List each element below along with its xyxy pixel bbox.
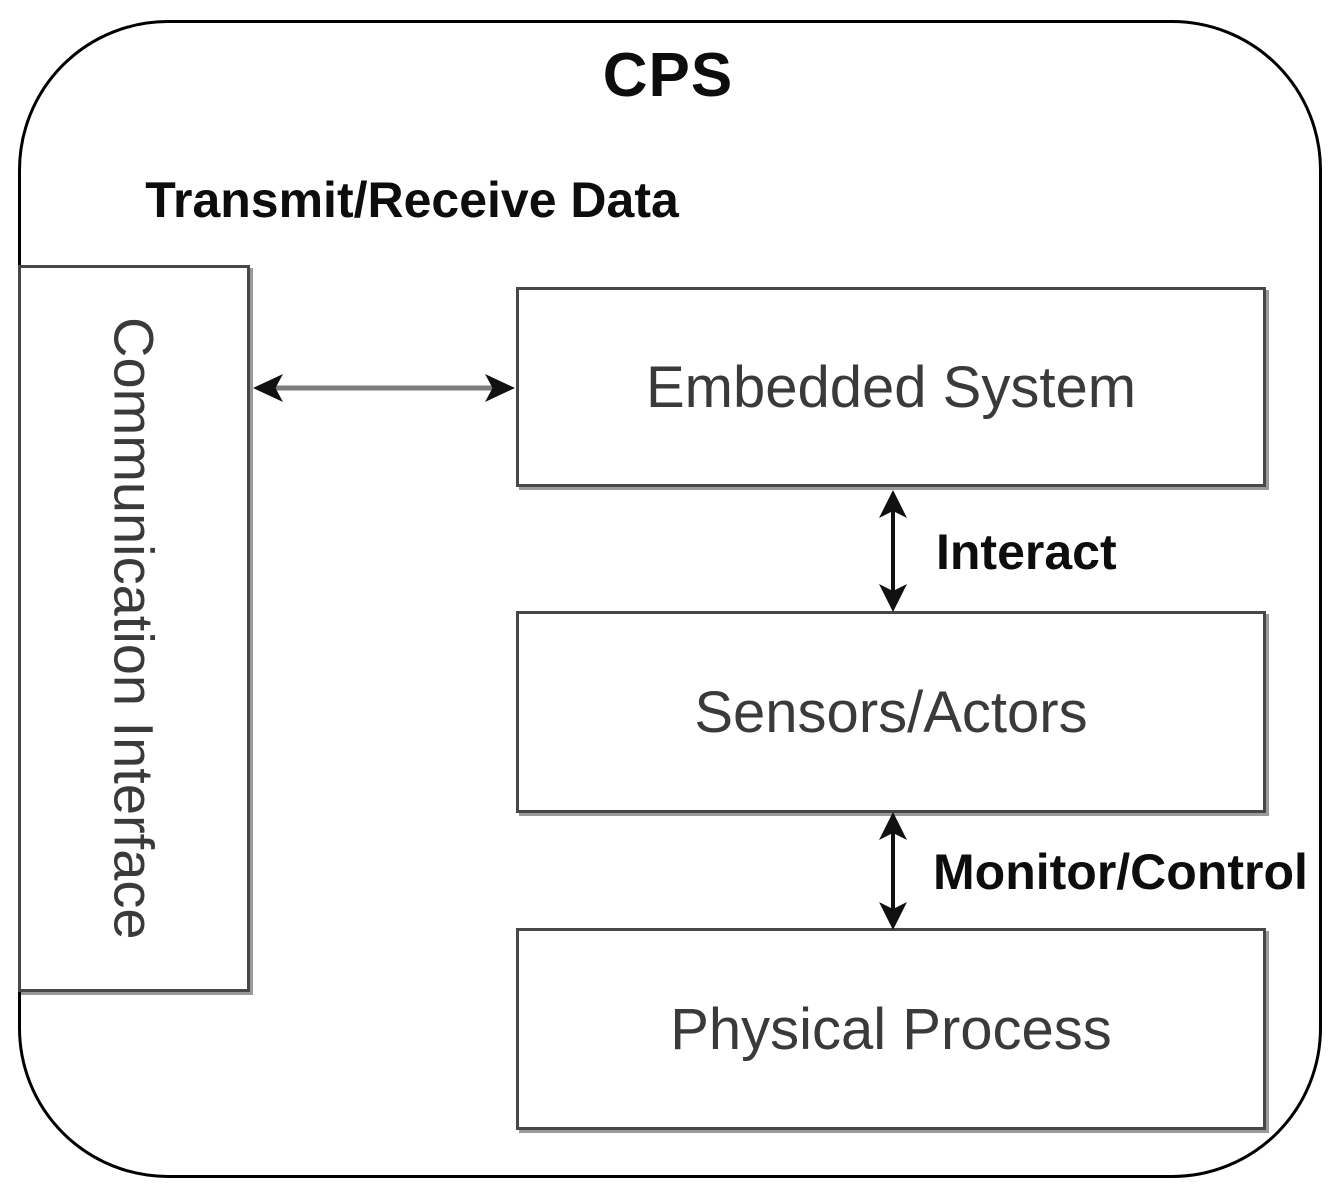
diagram-title: CPS	[602, 41, 734, 110]
node-sensors-actors-label: Sensors/Actors	[694, 679, 1088, 745]
arrow-head-up-icon	[879, 490, 907, 518]
node-embedded-system-label: Embedded System	[645, 354, 1137, 420]
edge-label-transmit-receive-data: Transmit/Receive Data	[145, 172, 679, 228]
node-physical-process: Physical Process	[516, 928, 1266, 1130]
arrow-head-down-icon	[879, 584, 907, 612]
node-physical-process-label: Physical Process	[670, 996, 1112, 1062]
node-communication-interface-label: Communication Interface	[102, 317, 166, 940]
arrow-head-left-icon	[253, 374, 283, 402]
node-sensors-actors: Sensors/Actors	[516, 611, 1266, 813]
monitor-control-arrow-icon	[879, 812, 907, 930]
edge-label-interact: Interact	[936, 524, 1117, 580]
edge-label-monitor-control: Monitor/Control	[933, 844, 1308, 900]
arrow-head-down-icon	[879, 902, 907, 930]
arrow-head-up-icon	[879, 812, 907, 840]
transmit-receive-arrow-icon	[253, 374, 515, 402]
interact-arrow-icon	[879, 490, 907, 612]
node-communication-interface: Communication Interface	[18, 265, 250, 992]
arrow-head-right-icon	[485, 374, 515, 402]
node-embedded-system: Embedded System	[516, 287, 1266, 487]
